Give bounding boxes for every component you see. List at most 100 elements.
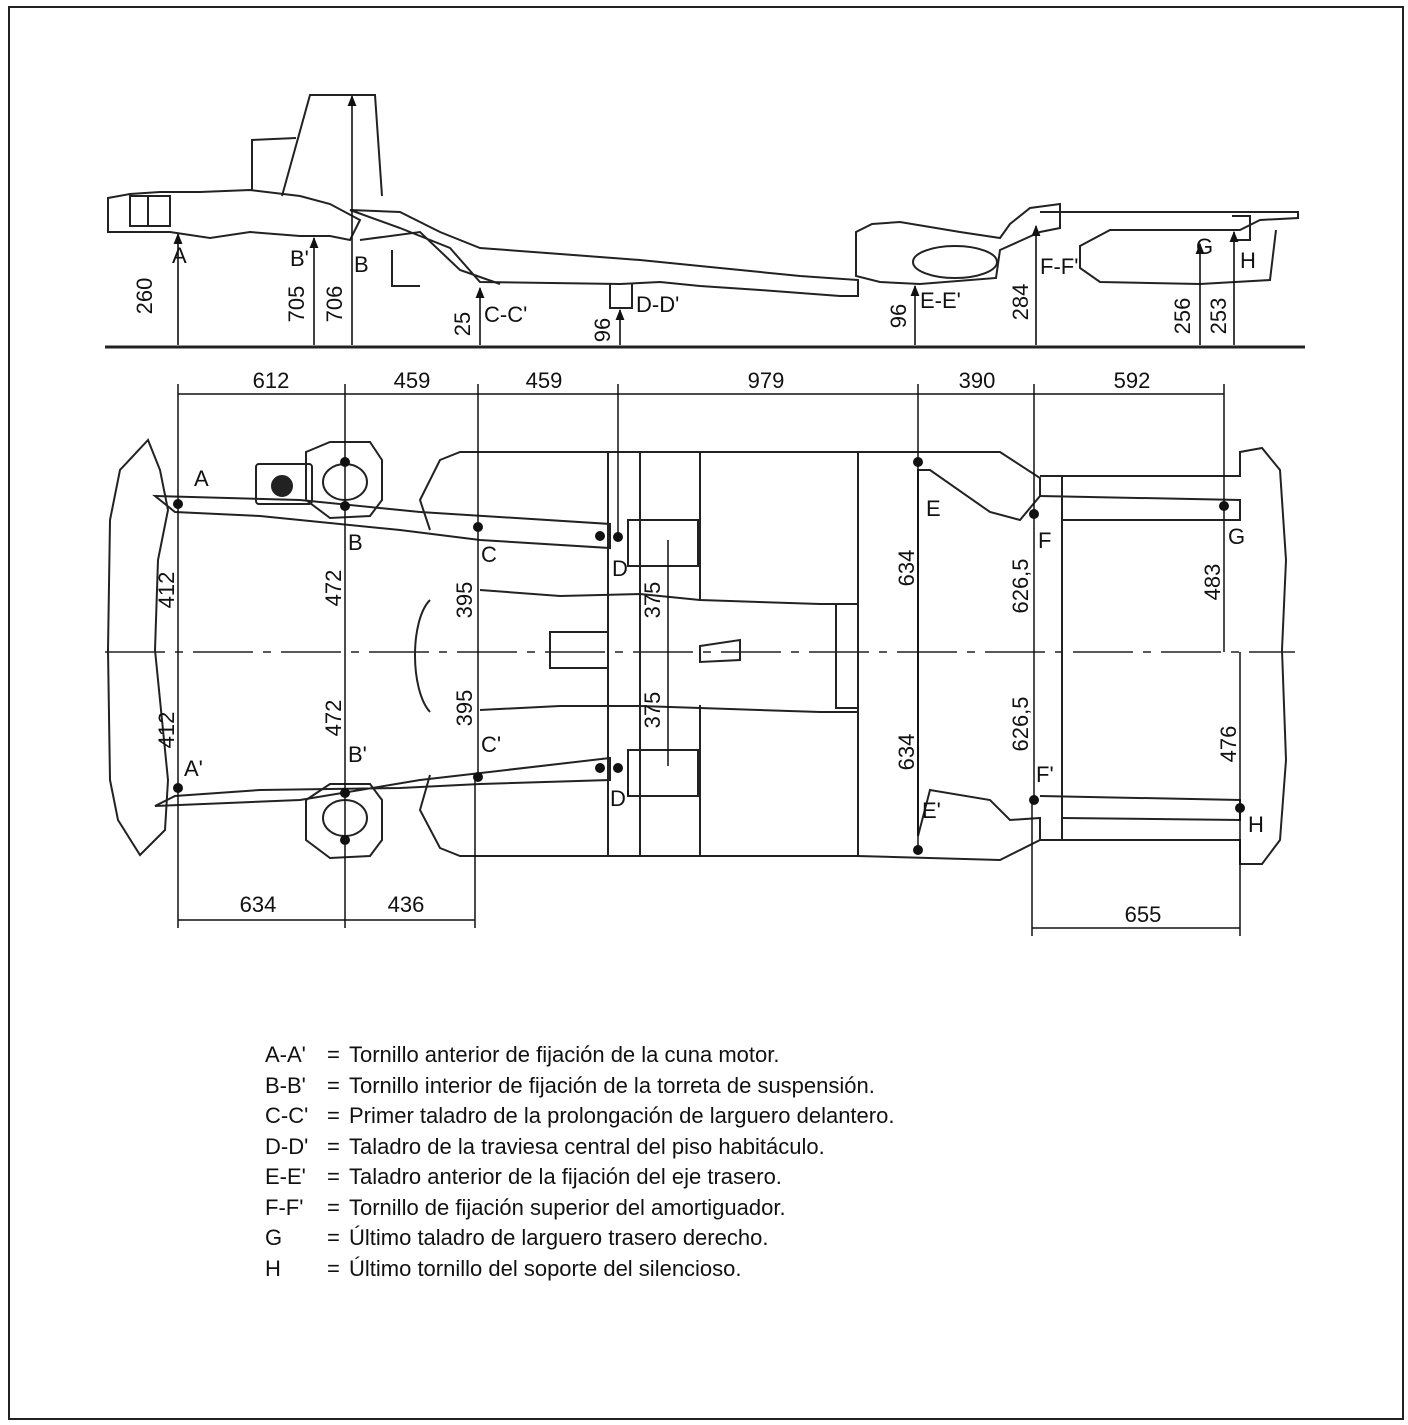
- plan-point-label: A': [184, 756, 203, 781]
- legend-row: G = Último taladro de larguero trasero d…: [265, 1223, 1165, 1254]
- plan-vertical-dimension-labels: 412 412 472 472 395 395 375 375 634 634 …: [154, 550, 1241, 771]
- plan-top-dimension-labels: 612 459 459 979 390 592: [253, 368, 1151, 393]
- legend: A-A' = Tornillo anterior de fijación de …: [265, 1040, 1165, 1284]
- legend-code: H: [265, 1255, 281, 1281]
- plan-point-label: C: [481, 542, 497, 567]
- legend-description: Último tornillo del soporte del silencio…: [349, 1255, 742, 1281]
- side-point-label: C-C': [484, 302, 527, 327]
- side-strut-tower: [281, 94, 383, 197]
- legend-row: E-E' = Taladro anterior de la fijación d…: [265, 1162, 1165, 1193]
- legend-equals: =: [327, 1255, 340, 1281]
- plan-rear-axle-frame: [857, 451, 1041, 862]
- legend-row: D-D' = Taladro de la traviesa central de…: [265, 1132, 1165, 1163]
- bottom-dimension: 634: [240, 892, 277, 917]
- side-point-label: F-F': [1040, 254, 1078, 279]
- legend-description: Último taladro de larguero trasero derec…: [349, 1225, 769, 1250]
- plan-point-label: B': [348, 742, 367, 767]
- legend-description: Taladro anterior de la fijación del eje …: [349, 1164, 782, 1189]
- plan-booster-center: [271, 475, 293, 497]
- legend-equals: =: [327, 1103, 340, 1128]
- side-point-label: A: [172, 243, 187, 268]
- top-dimension: 592: [1114, 368, 1151, 393]
- height-label: 284: [1008, 284, 1033, 321]
- vertical-dimension: 412: [154, 572, 179, 609]
- legend-code: E-E': [265, 1164, 306, 1189]
- vertical-dimension: 412: [154, 712, 179, 749]
- vertical-dimension: 626,5: [1008, 696, 1033, 751]
- side-view-dimensions: [173, 94, 1239, 345]
- plan-rear-floor: [1040, 446, 1288, 865]
- vertical-dimension: 634: [894, 550, 919, 587]
- plan-point-label: E: [926, 496, 941, 521]
- side-floor: [349, 209, 859, 297]
- side-point-label: G: [1196, 234, 1213, 259]
- height-label: 253: [1206, 298, 1231, 335]
- legend-description: Tornillo anterior de fijación de la cuna…: [349, 1042, 780, 1067]
- side-point-label: D-D': [636, 292, 679, 317]
- plan-tunnel-slot: [699, 638, 741, 664]
- vertical-dimension: 472: [321, 700, 346, 737]
- plan-brake-booster: [255, 463, 313, 505]
- legend-description: Tornillo de fijación superior del amorti…: [349, 1194, 786, 1220]
- plan-vertical-dimension-lines: [177, 464, 1241, 848]
- legend-code: C-C': [265, 1103, 309, 1128]
- side-point-label: B: [354, 252, 369, 277]
- plan-point-label: C': [481, 732, 501, 757]
- height-label: 260: [132, 278, 157, 315]
- top-dimension: 612: [253, 368, 290, 393]
- plan-front-rail-bottom: [154, 756, 611, 807]
- height-label: 96: [590, 318, 615, 342]
- plan-point-label: H: [1248, 812, 1264, 837]
- side-point-label: H: [1240, 248, 1256, 273]
- plan-bottom-dimension-labels: 634 436 655: [240, 892, 1162, 927]
- side-floor-bracket: [391, 250, 420, 287]
- legend-row: A-A' = Tornillo anterior de fijación de …: [265, 1040, 1165, 1071]
- side-crossmember: [609, 284, 633, 309]
- plan-rear-rail-bottom: [1039, 795, 1241, 822]
- plan-strut-tower-bottom: [305, 783, 383, 860]
- side-view-height-labels: 260 705 706 25 96 96 284 256 253: [132, 278, 1231, 343]
- plan-point-labels: A B C D E F G A' B' C' D' E' F' H: [184, 466, 1264, 837]
- legend-equals: =: [327, 1042, 340, 1067]
- diagram-frame: [8, 6, 1404, 1420]
- height-label: 96: [886, 304, 911, 328]
- vertical-dimension: 395: [452, 582, 477, 619]
- vertical-dimension: 634: [894, 734, 919, 771]
- height-label: 25: [450, 312, 475, 336]
- side-point-label: E-E': [920, 288, 961, 313]
- side-muffler-bracket: [1232, 215, 1251, 241]
- legend-description: Tornillo interior de fijación de la torr…: [349, 1072, 875, 1098]
- plan-point-label: E': [922, 798, 941, 823]
- side-front-block-2: [147, 195, 171, 227]
- bottom-dimension: 436: [388, 892, 425, 917]
- plan-front-bumper: [106, 438, 170, 857]
- legend-description: Taladro de la traviesa central del piso …: [349, 1133, 825, 1159]
- plan-tunnel-front: [414, 599, 431, 713]
- legend-row: C-C' = Primer taladro de la prolongación…: [265, 1101, 1165, 1132]
- plan-floor-top-edge: [418, 451, 860, 531]
- height-label: 706: [322, 286, 347, 323]
- plan-point-label: G: [1228, 524, 1245, 549]
- plan-seat-mount-top: [627, 519, 699, 567]
- plan-top-dimension-lines: [177, 384, 1225, 537]
- legend-row: H = Último tornillo del soporte del sile…: [265, 1254, 1165, 1285]
- legend-equals: =: [327, 1072, 340, 1098]
- side-point-label: B': [290, 246, 309, 271]
- side-front-frame: [107, 188, 362, 242]
- vertical-dimension: 472: [321, 570, 346, 607]
- top-dimension: 979: [748, 368, 785, 393]
- legend-description: Primer taladro de la prolongación de lar…: [349, 1103, 895, 1128]
- plan-point-label: D': [610, 786, 630, 811]
- legend-code: A-A': [265, 1042, 306, 1067]
- plan-point-label: B: [348, 530, 363, 555]
- plan-front-rail-top: [152, 494, 611, 550]
- plan-point-label: F: [1038, 528, 1051, 553]
- vertical-dimension: 476: [1216, 726, 1241, 763]
- plan-point-label: F': [1036, 762, 1054, 787]
- vertical-dimension: 375: [640, 692, 665, 729]
- height-label: 705: [284, 286, 309, 323]
- top-dimension: 459: [526, 368, 563, 393]
- legend-code: B-B': [265, 1072, 306, 1098]
- side-rear-wheel: [912, 245, 998, 279]
